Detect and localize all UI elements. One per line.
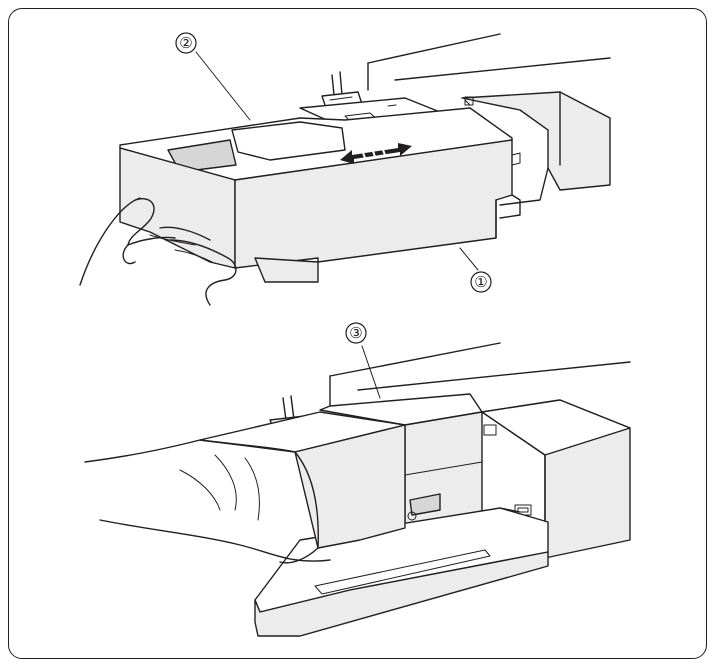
base-tray — [254, 507, 549, 637]
callout-1-label: ① — [474, 273, 487, 291]
sleeve-arm — [84, 411, 406, 564]
callout-3-label: ③ — [349, 324, 362, 342]
callout-2: ② — [175, 32, 197, 54]
free-arm — [319, 393, 483, 529]
callout-1-leader — [459, 247, 479, 271]
extension-table — [119, 107, 521, 283]
bottom-illustration — [84, 342, 631, 637]
machine-body — [329, 342, 631, 559]
hand-top — [79, 197, 237, 306]
callout-1: ① — [470, 271, 492, 293]
slide-direction-arrow — [340, 143, 412, 164]
callout-3-leader — [361, 345, 381, 399]
callout-2-leader — [195, 51, 251, 121]
top-illustration — [79, 33, 611, 306]
machine-free-arm — [367, 33, 611, 206]
callout-2-label: ② — [179, 34, 192, 52]
callout-3: ③ — [345, 322, 367, 344]
